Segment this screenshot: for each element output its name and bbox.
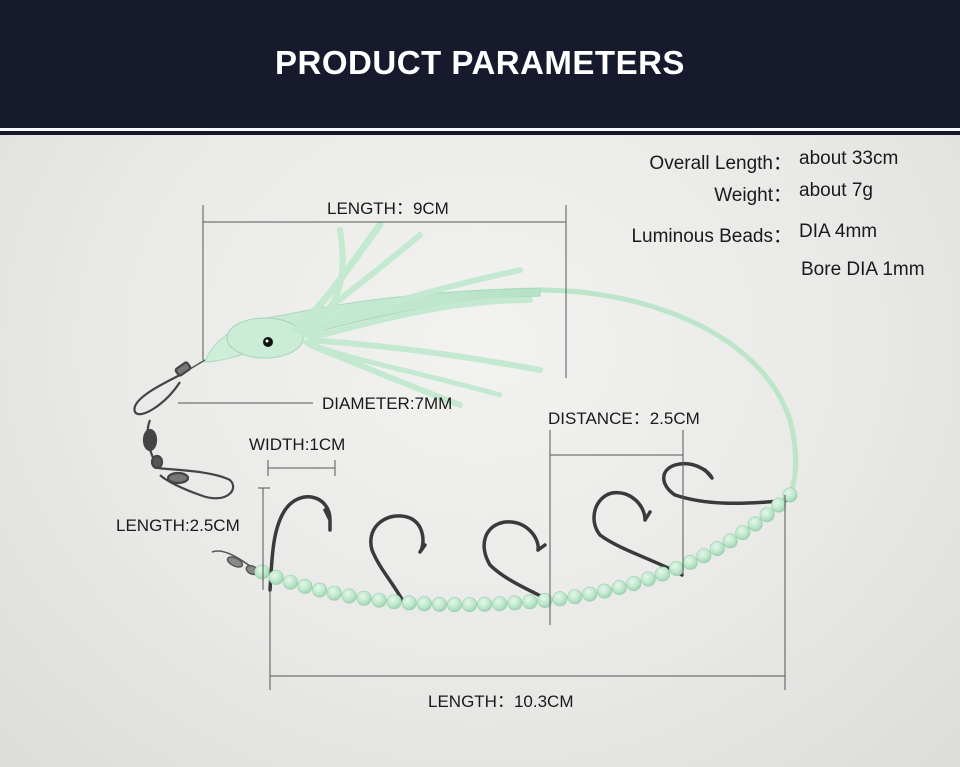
diameter-label: DIAMETER:7MM (322, 394, 453, 413)
luminous-bead (709, 541, 725, 557)
luminous-bead (722, 533, 738, 549)
luminous-beads (254, 487, 798, 613)
luminous-bead (597, 583, 613, 599)
luminous-bead (446, 597, 462, 613)
spec-label-overall-length: Overall Length： (649, 153, 792, 174)
header-divider-shadow (0, 131, 960, 135)
luminous-bead (282, 574, 298, 590)
spec-value-overall-length: about 33cm (799, 148, 899, 169)
hook-4 (592, 490, 684, 577)
end-swivel (211, 550, 259, 576)
luminous-bead (582, 586, 598, 602)
luminous-bead (477, 596, 493, 612)
luminous-bead (371, 592, 387, 608)
luminous-bead (552, 591, 568, 607)
luminous-bead (268, 569, 284, 585)
luminous-bead (431, 596, 447, 612)
spec-value-weight: about 7g (799, 180, 873, 201)
hook-1 (268, 495, 332, 592)
luminous-bead (326, 585, 342, 601)
snap-swivel (133, 361, 235, 500)
width-label: WIDTH:1CM (249, 435, 346, 454)
luminous-bead (782, 487, 798, 503)
luminous-bead (654, 566, 670, 582)
luminous-bead (735, 525, 751, 541)
squid-skirt-lure (204, 221, 543, 408)
hook-length-label: LENGTH:2.5CM (116, 516, 240, 535)
luminous-bead (522, 594, 538, 610)
luminous-bead (416, 596, 432, 612)
luminous-bead (759, 507, 775, 523)
luminous-bead (312, 582, 328, 598)
luminous-bead (611, 580, 627, 596)
luminous-bead (537, 592, 553, 608)
hook-2 (369, 514, 427, 607)
spec-label-weight: Weight： (714, 185, 792, 206)
luminous-bead (567, 589, 583, 605)
luminous-bead (626, 576, 642, 592)
luminous-bead (696, 548, 712, 564)
rig-length-label: LENGTH：10.3CM (428, 692, 574, 711)
luminous-bead (356, 590, 372, 606)
luminous-bead (341, 588, 357, 604)
header-bar (0, 0, 960, 128)
hook-5 (662, 462, 792, 505)
luminous-bead (297, 578, 313, 594)
luminous-bead (401, 595, 417, 611)
luminous-main-line (537, 287, 799, 501)
luminous-bead (771, 497, 787, 513)
luminous-bead (507, 595, 523, 611)
hook-3 (482, 520, 550, 602)
skirt-length-label: LENGTH：9CM (327, 199, 449, 218)
luminous-bead (254, 564, 270, 580)
luminous-bead (386, 594, 402, 610)
spec-value-bore-diameter: Bore DIA 1mm (801, 259, 925, 280)
luminous-bead (462, 597, 478, 613)
spec-label-luminous-beads: Luminous Beads： (631, 226, 792, 247)
luminous-bead (747, 516, 763, 532)
hooks (268, 462, 792, 607)
luminous-bead (492, 596, 508, 612)
header-divider (0, 128, 960, 131)
luminous-bead (668, 560, 684, 576)
spec-value-bead-diameter: DIA 4mm (799, 221, 878, 242)
luminous-bead (682, 554, 698, 570)
page-title: PRODUCT PARAMETERS (275, 44, 685, 81)
distance-label: DISTANCE：2.5CM (548, 409, 700, 428)
luminous-bead (640, 571, 656, 587)
